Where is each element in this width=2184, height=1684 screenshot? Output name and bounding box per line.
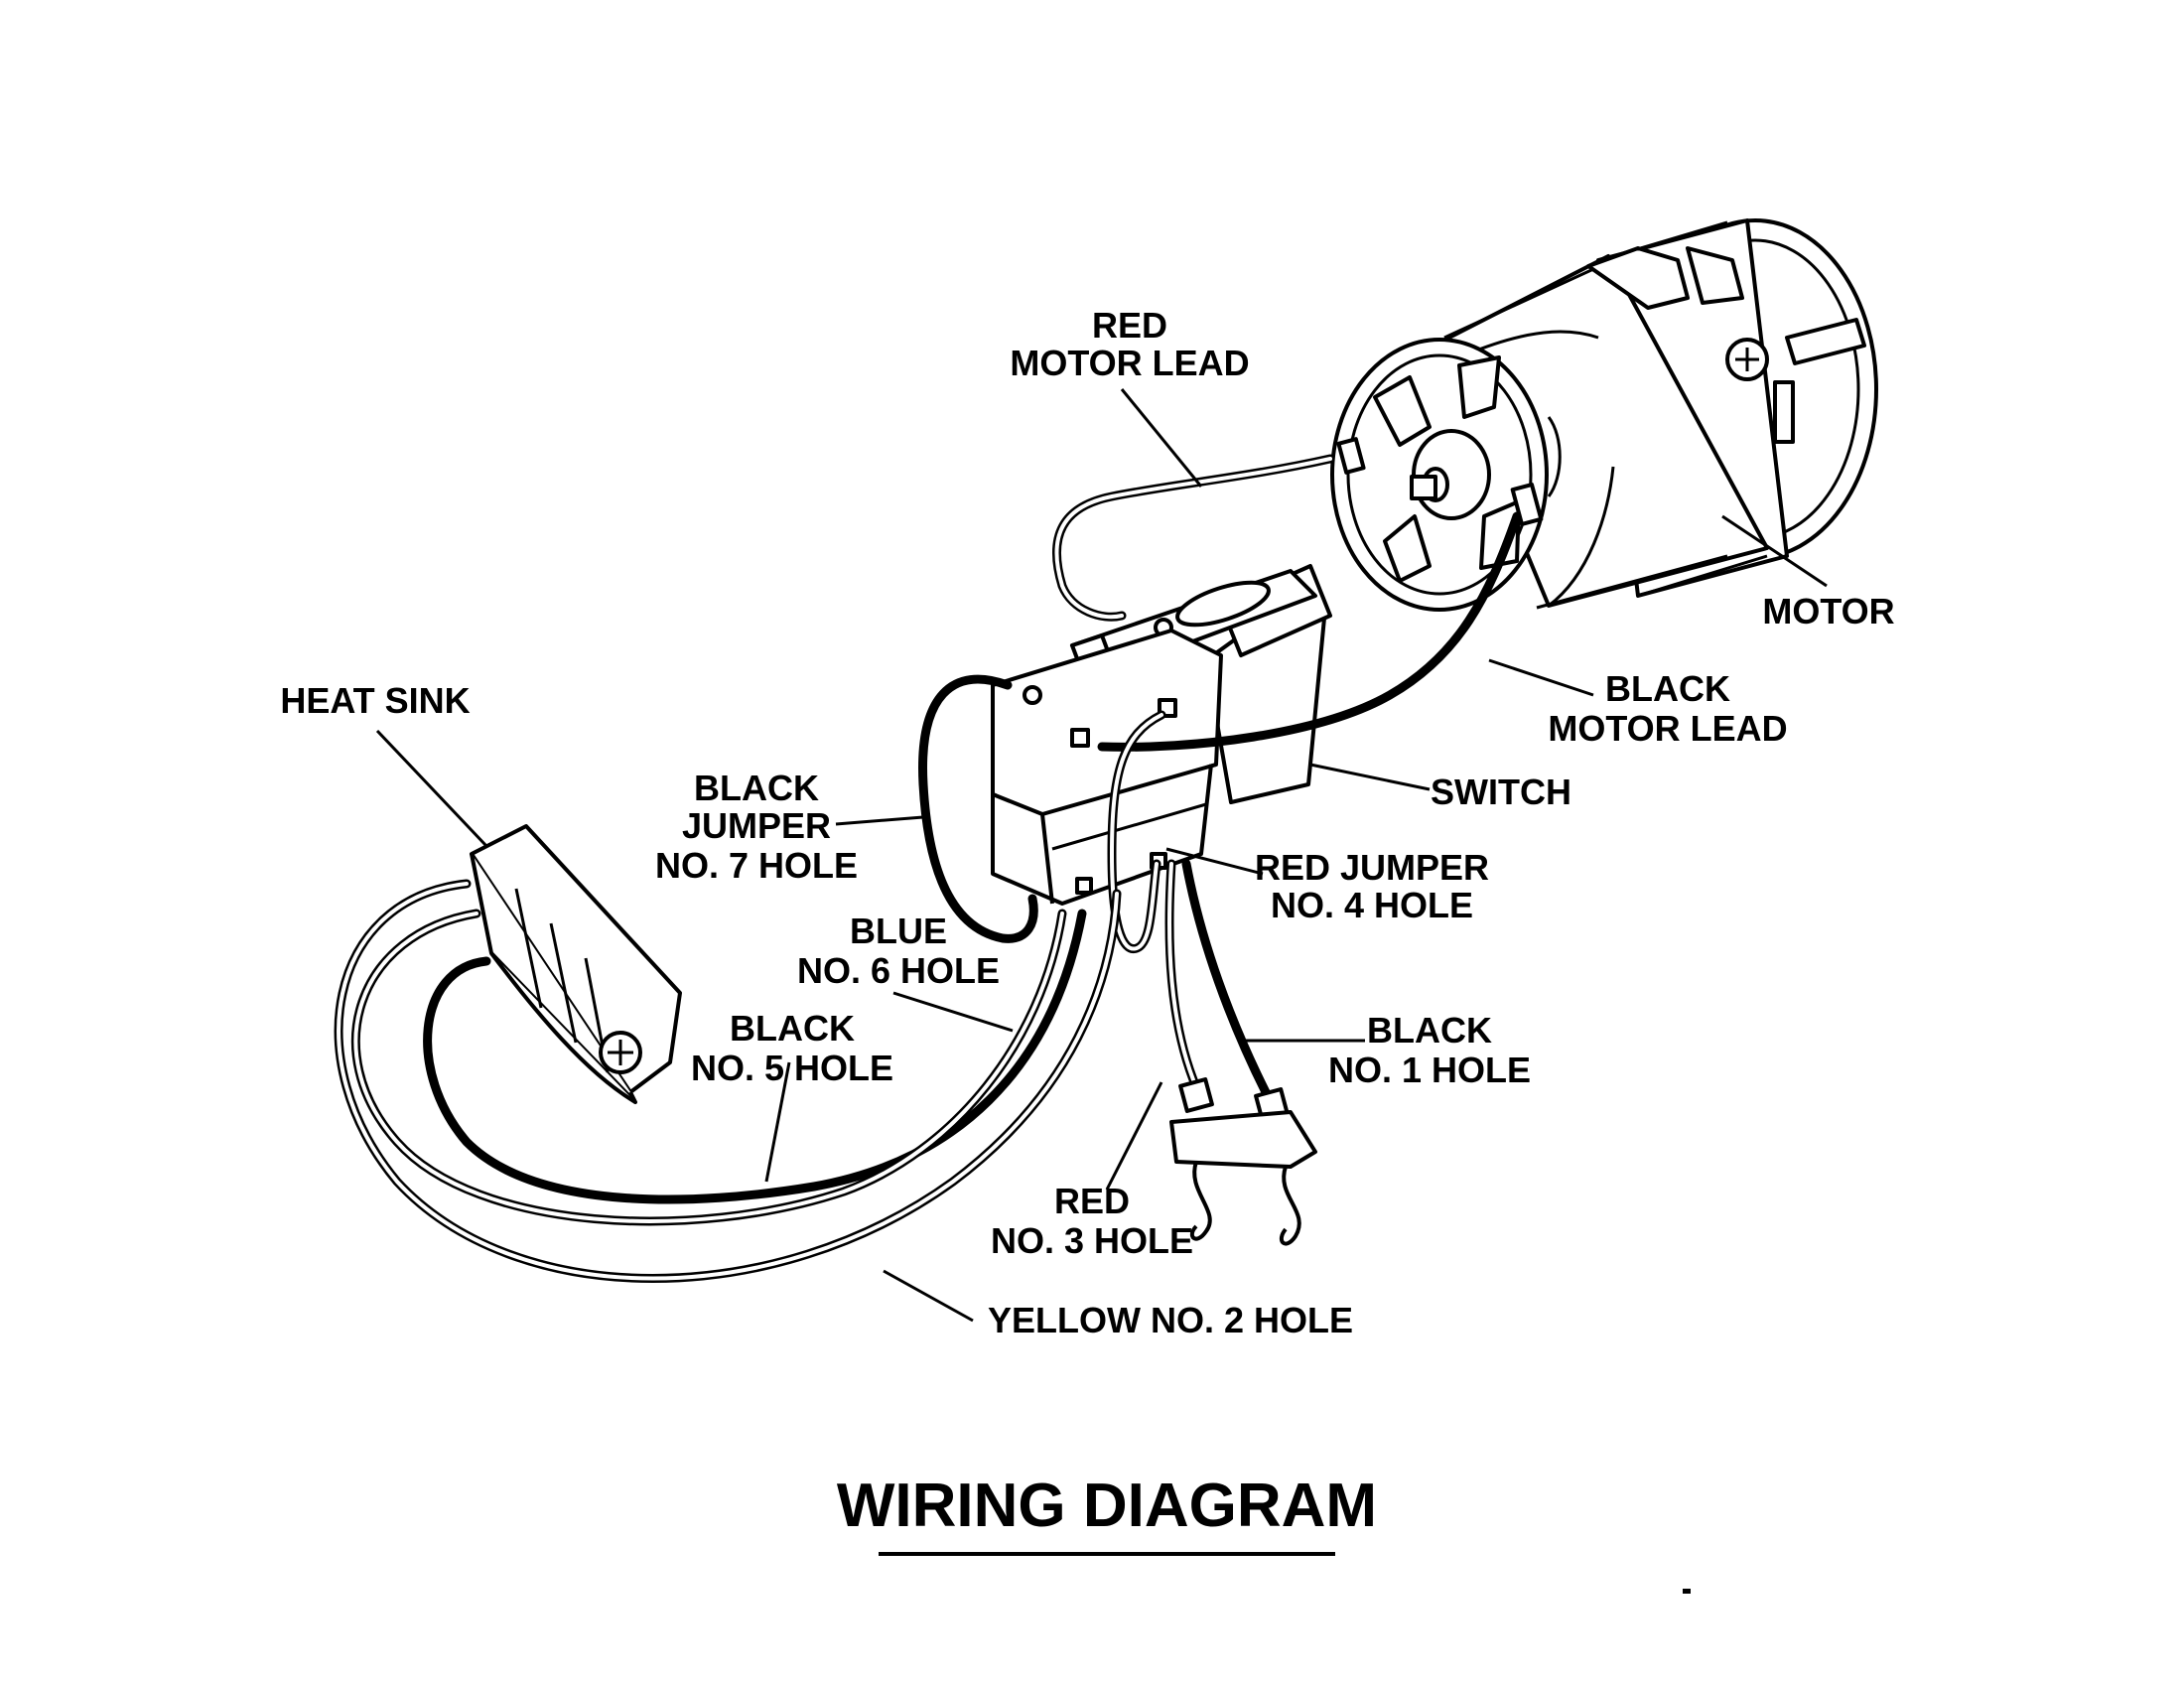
- callout-red-motor-lead: RED MOTOR LEAD: [1010, 305, 1249, 383]
- callout-switch: SWITCH: [1431, 772, 1571, 812]
- diagram-title: WIRING DIAGRAM: [837, 1472, 1377, 1540]
- callout-black-5: BLACK NO. 5 HOLE: [691, 1008, 893, 1088]
- terminal-illustration: [1169, 1077, 1317, 1246]
- wires: [334, 454, 1522, 1283]
- label-line: BLACK: [1605, 668, 1730, 709]
- label-line: BLACK: [694, 768, 819, 808]
- label-line: MOTOR LEAD: [1010, 343, 1249, 383]
- label-line: SWITCH: [1431, 772, 1571, 812]
- callout-heat-sink: HEAT SINK: [280, 680, 470, 721]
- label-line: RED: [1092, 305, 1167, 346]
- label-line: MOTOR LEAD: [1548, 708, 1787, 749]
- leader-lines: [375, 388, 1828, 1323]
- callout-red-jumper: RED JUMPER NO. 4 HOLE: [1255, 847, 1489, 925]
- label-line: YELLOW NO. 2 HOLE: [988, 1300, 1353, 1340]
- label-line: NO. 5 HOLE: [691, 1048, 893, 1088]
- motor-illustration: [1330, 218, 1878, 612]
- label-line: RED: [1054, 1181, 1130, 1221]
- label-line: NO. 6 HOLE: [797, 950, 1000, 991]
- callout-blue: BLUE NO. 6 HOLE: [797, 911, 1000, 991]
- label-line: BLUE: [850, 911, 947, 951]
- heat-sink-illustration: [470, 824, 682, 1104]
- callout-black-motor-lead: BLACK MOTOR LEAD: [1548, 668, 1787, 749]
- label-line: MOTOR: [1762, 591, 1894, 632]
- label-line: BLACK: [730, 1008, 855, 1049]
- label-line: NO. 3 HOLE: [991, 1220, 1193, 1261]
- label-line: NO. 7 HOLE: [655, 845, 858, 886]
- callout-motor: MOTOR: [1762, 591, 1894, 632]
- label-line: HEAT SINK: [280, 680, 470, 721]
- page-mark: [1683, 1589, 1691, 1594]
- label-line: NO. 1 HOLE: [1328, 1050, 1531, 1090]
- label-line: BLACK: [1367, 1010, 1492, 1051]
- callout-red-3: RED NO. 3 HOLE: [991, 1181, 1193, 1261]
- callout-yellow-2: YELLOW NO. 2 HOLE: [988, 1300, 1353, 1340]
- label-line: JUMPER: [682, 805, 831, 846]
- label-line: RED JUMPER: [1255, 847, 1489, 888]
- callout-black-jumper: BLACK JUMPER NO. 7 HOLE: [655, 768, 858, 886]
- callout-black-1: BLACK NO. 1 HOLE: [1328, 1010, 1531, 1090]
- label-line: NO. 4 HOLE: [1271, 885, 1473, 925]
